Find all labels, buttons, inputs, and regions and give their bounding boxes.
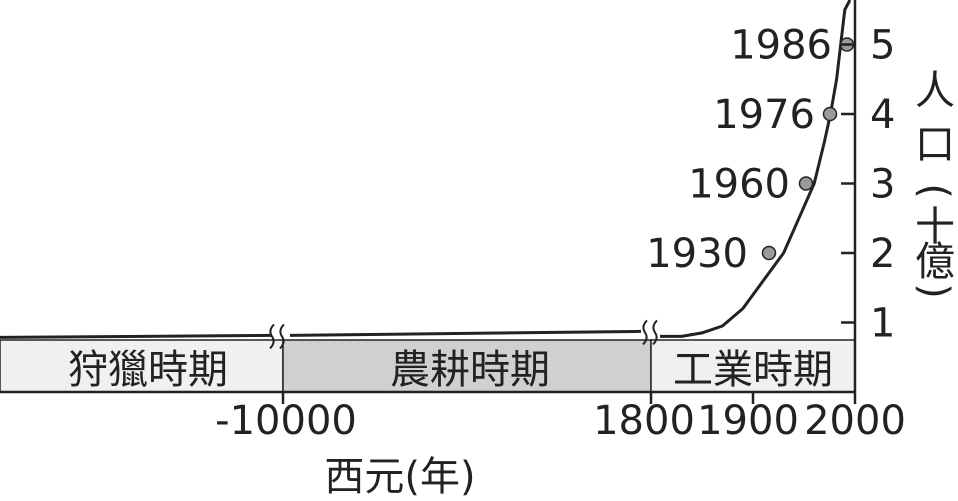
data-point-1976: [822, 106, 838, 122]
axis-break-2: [642, 319, 658, 346]
data-point-1930: [761, 245, 777, 261]
y-axis-title-char-0: 人: [915, 68, 955, 114]
y-tick-label-3: 3: [870, 162, 895, 208]
population-curve: [660, 0, 852, 338]
data-points: 1930 1960 1976 1986: [646, 23, 855, 277]
y-axis-title-char-5: ): [911, 283, 957, 299]
y-tick-label-1: 1: [870, 301, 895, 347]
year-label-1976: 1976: [713, 92, 815, 138]
y-tick-label-5: 5: [870, 23, 895, 69]
y-axis-title-char-1: 口: [915, 122, 955, 168]
period-label-industrial: 工業時期: [673, 347, 833, 393]
x-tick-label-2000: 2000: [804, 398, 906, 444]
axis-break-1: [269, 323, 285, 350]
y-axis-title: 人口 ( 十億): [911, 68, 957, 299]
y-axis-title-char-3: 十: [915, 204, 955, 250]
x-axis-title: 西元(年): [324, 454, 475, 500]
x-tick-label-minus10000: -10000: [215, 398, 357, 444]
year-label-1930: 1930: [646, 231, 748, 277]
population-curve-group: [0, 0, 852, 350]
x-tick-labels: -10000 1800 1900 2000: [215, 398, 906, 444]
x-tick-label-1800: 1800: [593, 398, 695, 444]
period-band-1: [282, 339, 652, 393]
baseline-hunting: [0, 333, 273, 339]
y-axis: 1 2 3 4 5: [841, 0, 895, 392]
year-label-1960: 1960: [688, 162, 790, 208]
period-band-0: [0, 339, 284, 393]
x-tick-label-1900: 1900: [697, 398, 799, 444]
period-label-hunting: 狩獵時期: [68, 347, 228, 393]
baseline-farming: [289, 329, 642, 337]
data-point-1960: [798, 176, 814, 191]
x-axis: [0, 390, 857, 404]
y-axis-title-char-2: (: [911, 183, 957, 199]
y-axis-title-char-4: 億: [915, 239, 955, 285]
period-label-farming: 農耕時期: [390, 347, 550, 393]
period-labels: 狩獵時期 農耕時期 工業時期: [68, 347, 833, 393]
y-tick-label-2: 2: [870, 231, 895, 277]
y-tick-label-4: 4: [870, 92, 895, 138]
year-label-1986: 1986: [730, 23, 832, 69]
